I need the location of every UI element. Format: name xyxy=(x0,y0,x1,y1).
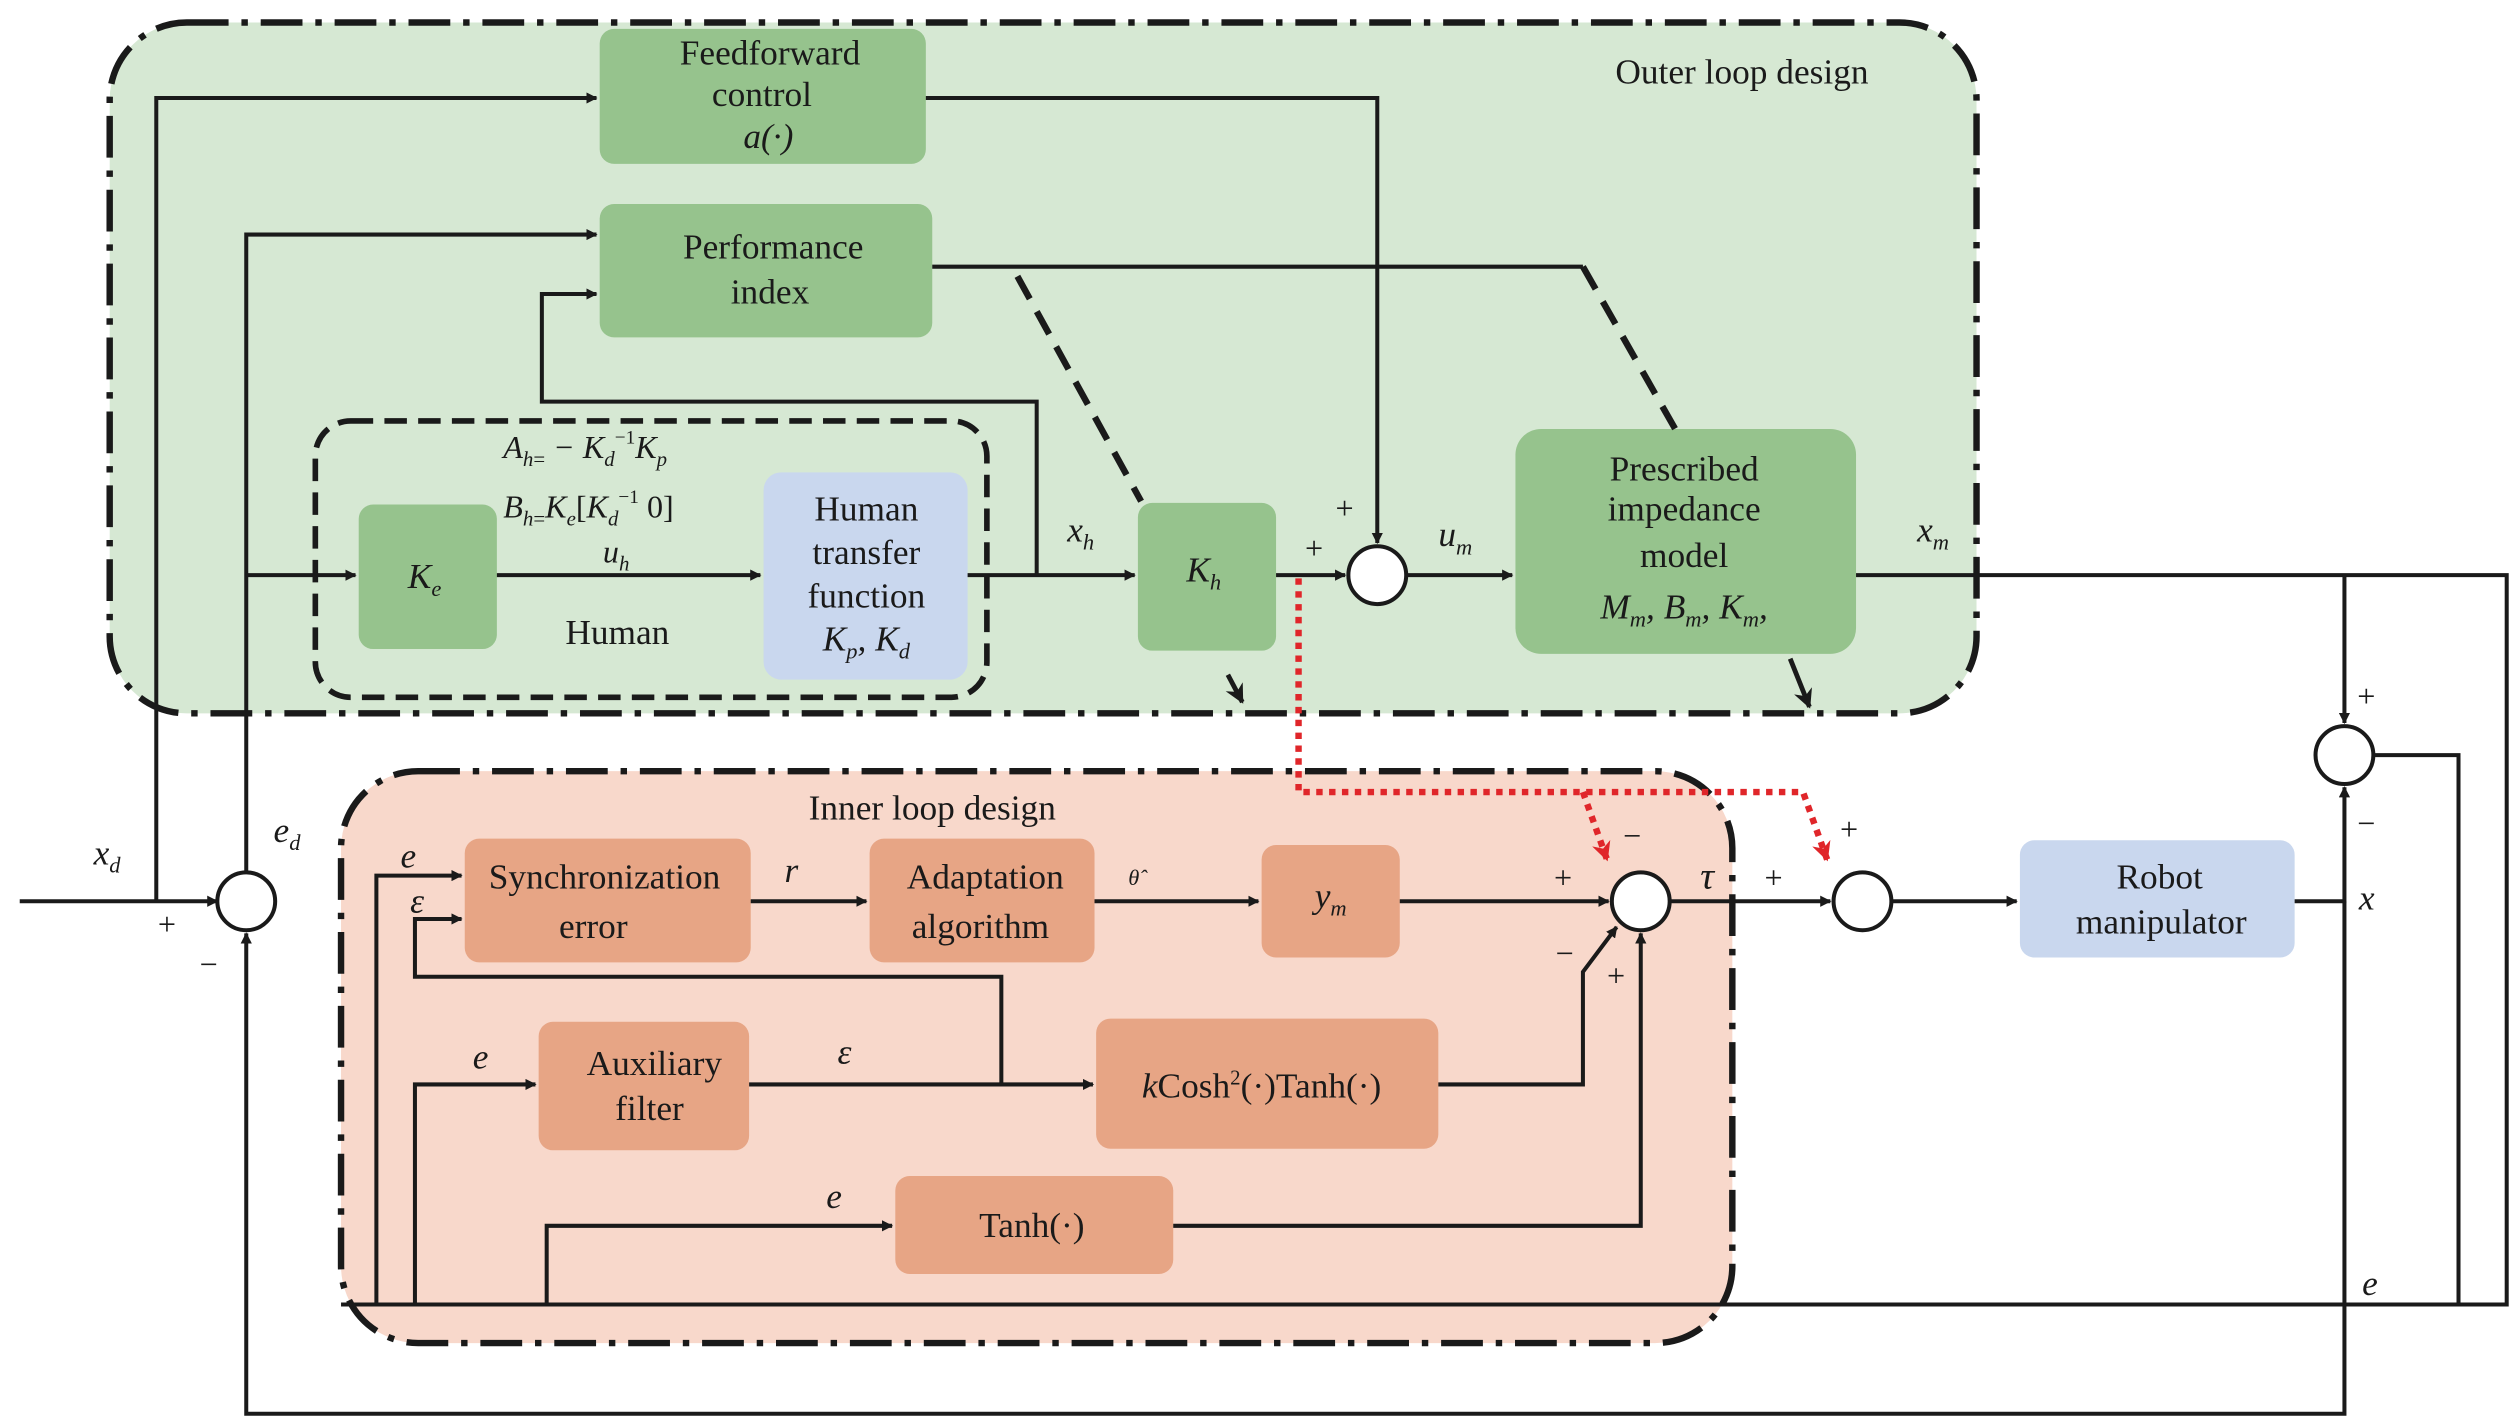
wire-e-main xyxy=(374,869,463,1305)
sum-junction-ed xyxy=(215,870,278,933)
tanh-label: Tanh(·) xyxy=(979,1206,1084,1245)
ke-block xyxy=(358,504,497,650)
sum-junction-e xyxy=(2313,724,2376,787)
sign-e-minus-bottom: − xyxy=(2357,805,2375,841)
sign-tau-plus-bottom: + xyxy=(1607,957,1625,993)
sign-robot-plus-top: + xyxy=(1840,811,1858,847)
human-tf-label-2: transfer xyxy=(812,533,920,572)
label-epsilon-aux: ε xyxy=(837,1033,851,1072)
sign-robot-plus-left: + xyxy=(1764,859,1782,895)
robot-manipulator-block xyxy=(2019,840,2295,958)
sum-junction-tau xyxy=(1609,870,1672,933)
sync-error-block xyxy=(464,838,751,963)
human-region xyxy=(312,418,990,701)
impedance-label-2: impedance xyxy=(1608,490,1761,529)
sign-tau-plus-left: + xyxy=(1554,859,1572,895)
wire-feedforward-out xyxy=(925,95,1383,545)
wire-epsilon-sync xyxy=(412,913,1004,1085)
red-path-main xyxy=(1295,578,1831,862)
sign-e-plus-top: + xyxy=(2357,678,2375,714)
label-r: r xyxy=(784,851,798,890)
ke-label: Ke xyxy=(407,557,442,601)
sum-junction-robot-input xyxy=(1831,870,1894,933)
wire-kcosh-out xyxy=(1438,925,1619,1087)
impedance-model-block xyxy=(1515,428,1857,654)
ke-label-sub: e xyxy=(431,576,441,601)
feedforward-label-1: Feedforward xyxy=(680,33,861,72)
sign-um-plus-top: + xyxy=(1336,490,1354,526)
sign-labels: + − + + + − − + + + + − xyxy=(158,490,2376,994)
outer-loop-region xyxy=(106,19,1980,717)
sign-tau-minus-left: − xyxy=(1556,935,1574,971)
robot-label-1: Robot xyxy=(2116,857,2203,896)
wire-xd-feedforward xyxy=(154,92,598,902)
ym-block xyxy=(1261,845,1400,958)
aux-label-2: filter xyxy=(615,1089,684,1128)
sync-label-2: error xyxy=(559,907,628,946)
wire-xm xyxy=(341,573,2509,1307)
human-label: Human xyxy=(565,613,669,652)
label-e-sync: e xyxy=(400,837,416,876)
wire-x-out xyxy=(2294,786,2351,904)
impedance-label-1: Prescribed xyxy=(1610,449,1759,488)
wire-e-sum-out xyxy=(2373,753,2461,1305)
ke-label-main: K xyxy=(407,557,434,596)
feedforward-label-2: control xyxy=(712,75,812,114)
inner-loop-title: Inner loop design xyxy=(809,788,1057,827)
human-transfer-block xyxy=(763,472,968,680)
tuning-arrows xyxy=(1014,265,1679,503)
kh-block xyxy=(1137,502,1277,651)
sign-ed-minus: − xyxy=(200,946,218,982)
adapt-label-2: algorithm xyxy=(912,907,1049,946)
ym-label: ym xyxy=(1312,877,1347,921)
label-x: x xyxy=(2358,878,2375,917)
adapt-label-1: Adaptation xyxy=(907,857,1064,896)
wire-ed-performance xyxy=(244,228,598,873)
tuning-arrow-impedance-out xyxy=(1787,657,1812,709)
label-e-aux: e xyxy=(473,1037,489,1076)
tuning-arrow-kh-out xyxy=(1225,673,1245,704)
wire-e-tanh xyxy=(544,1220,894,1305)
impedance-label-3: model xyxy=(1640,536,1728,575)
auxiliary-filter-block xyxy=(538,1021,750,1151)
wire-xh-performance xyxy=(539,288,1039,576)
label-e-feedback: e xyxy=(2362,1264,2378,1303)
sign-ed-plus: + xyxy=(158,906,176,942)
sign-tau-minus-top: − xyxy=(1623,818,1641,854)
outer-loop-title: Outer loop design xyxy=(1615,53,1868,92)
red-dotted-paths xyxy=(1295,578,1831,862)
label-epsilon-sync: ε xyxy=(410,882,424,921)
human-tf-label-4: Kp, Kd xyxy=(822,620,911,664)
tuning-arrowheads xyxy=(1225,657,1812,709)
label-xd: xd xyxy=(93,833,122,877)
label-e-tanh: e xyxy=(826,1177,842,1216)
dashed-arrow-to-kh xyxy=(1014,274,1144,503)
sum-junction-um xyxy=(1346,544,1409,607)
feedforward-block xyxy=(599,28,926,164)
wire-e-aux xyxy=(412,1078,537,1305)
performance-label-1: Performance xyxy=(683,228,863,267)
sync-label-1: Synchronization xyxy=(489,857,721,896)
adaptation-block xyxy=(869,838,1095,963)
human-tf-label-3: function xyxy=(808,576,926,615)
aux-label-1: Auxiliary xyxy=(587,1044,723,1083)
kcosh-block xyxy=(1096,1018,1439,1149)
sign-um-plus-left: + xyxy=(1305,530,1323,566)
performance-label-2: index xyxy=(731,273,810,312)
tanh-block xyxy=(895,1176,1174,1275)
feedforward-label-3: a(·) xyxy=(743,117,793,156)
label-ed: ed xyxy=(274,811,302,855)
human-tf-label-1: Human xyxy=(814,490,918,529)
wire-tanh-out xyxy=(1173,932,1647,1228)
wire-feedback-x xyxy=(240,901,2347,1416)
dashed-arrow-to-impedance xyxy=(1580,265,1679,433)
signal-wires xyxy=(19,92,2509,1416)
impedance-label-4: Mm, Bm, Km, xyxy=(1599,588,1768,632)
kcosh-label: kCosh2(·)Tanh(·) xyxy=(1142,1065,1381,1105)
performance-index-block xyxy=(599,204,933,338)
robot-label-2: manipulator xyxy=(2076,902,2247,941)
label-tau: τ xyxy=(1700,855,1715,897)
